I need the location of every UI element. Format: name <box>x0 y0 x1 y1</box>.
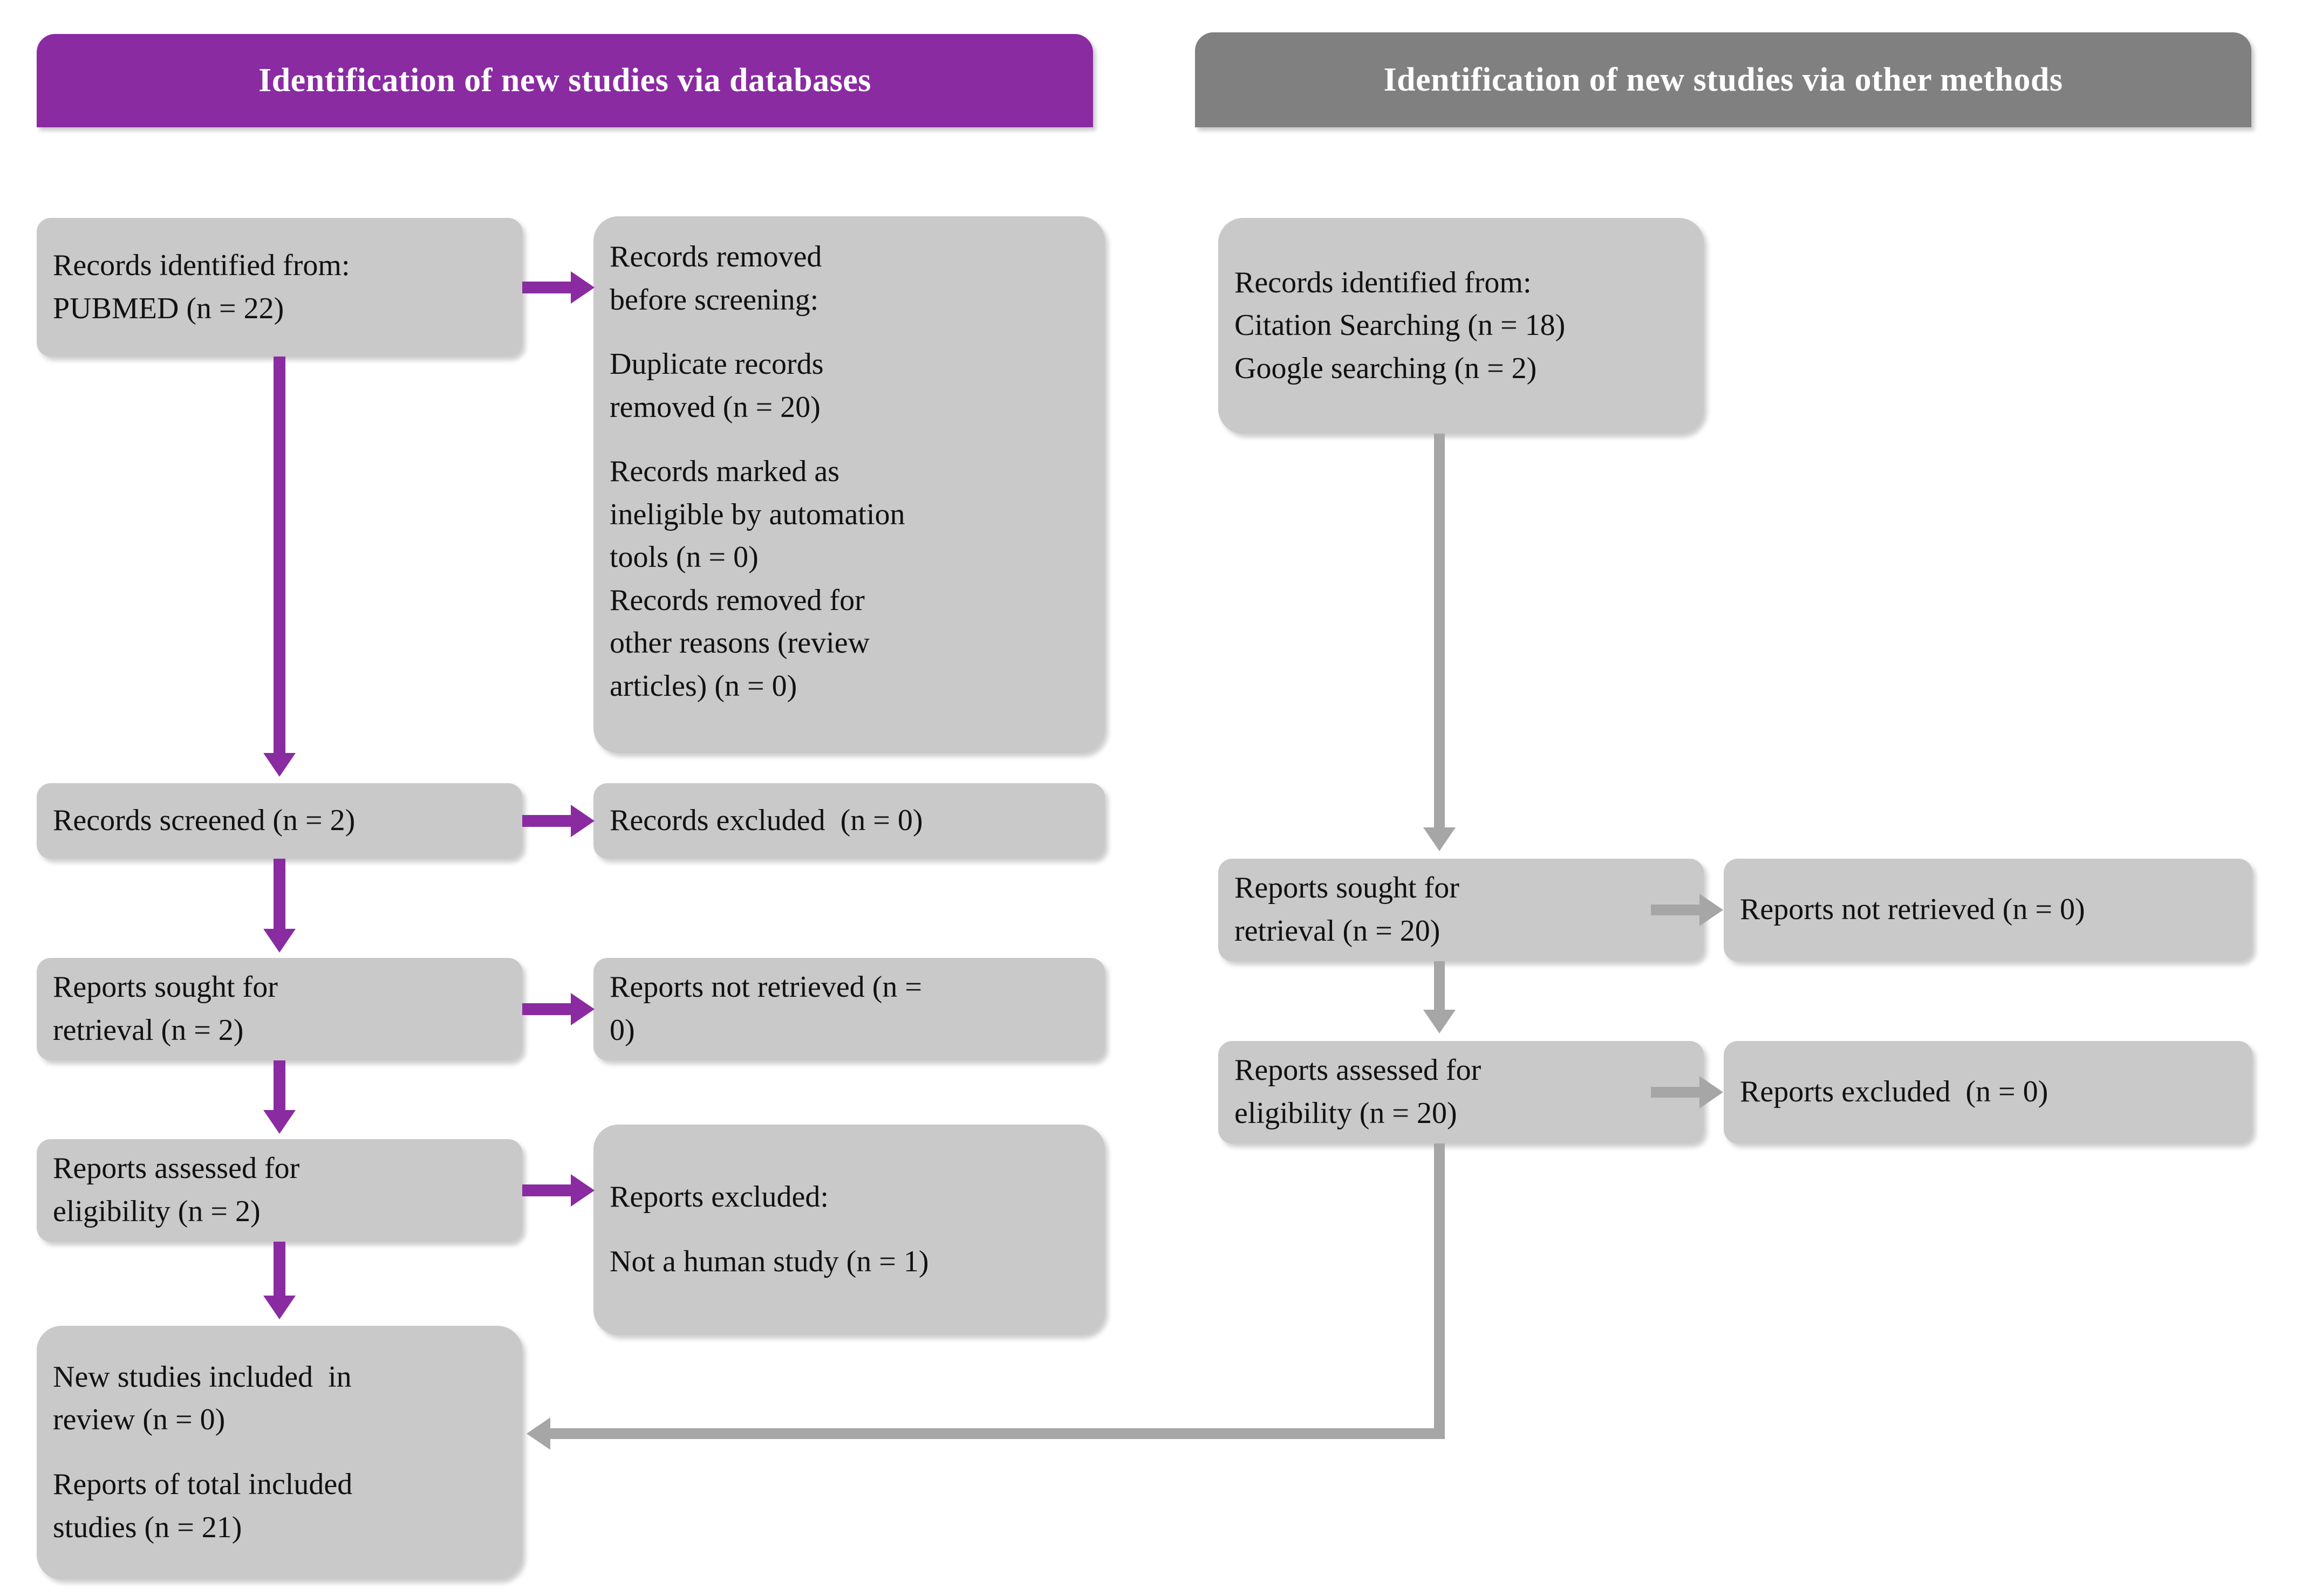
records-identified-line-1: Records identified from: <box>53 248 350 282</box>
box-records-identified-databases: Records identified from: PUBMED (n = 22) <box>37 218 522 357</box>
box-reports-not-retrieved-databases: Reports not retrieved (n = 0) <box>593 958 1105 1060</box>
connector-assessed-to-included <box>274 1242 285 1296</box>
included-line-2: review (n = 0) <box>53 1403 226 1437</box>
box-reports-assessed-eligibility-databases: Reports assessed for eligibility (n = 2) <box>37 1139 522 1242</box>
records-identified-line-2: PUBMED (n = 22) <box>53 291 284 325</box>
connector-screened-to-excluded <box>522 815 572 827</box>
not-retrieved-left-line-2: 0) <box>610 1013 635 1047</box>
removed-line-8: Records removed for <box>610 583 865 617</box>
connector-sought-right-to-assessed <box>1434 961 1445 1010</box>
not-retrieved-right-text: Reports not retrieved (n = 0) <box>1740 893 2085 927</box>
connector-screened-to-sought <box>274 859 285 929</box>
assessed-left-line-1: Reports assessed for <box>53 1152 300 1186</box>
included-line-4: studies (n = 21) <box>53 1510 242 1544</box>
sought-right-line-2: retrieval (n = 20) <box>1234 914 1440 948</box>
header-identification-other-methods: Identification of new studies via other … <box>1195 32 2251 127</box>
header-identification-databases: Identification of new studies via databa… <box>37 34 1093 127</box>
connector-sought-right-to-not-retrieved <box>1651 905 1701 915</box>
included-line-1: New studies included in <box>53 1360 352 1394</box>
box-reports-sought-retrieval-databases: Reports sought for retrieval (n = 2) <box>37 958 522 1060</box>
connector-sought-to-not-retrieved <box>522 1003 572 1015</box>
assessed-right-line-1: Reports assessed for <box>1234 1053 1481 1087</box>
sought-left-line-1: Reports sought for <box>53 970 278 1004</box>
reports-excluded-left-line-2: Not a human study (n = 1) <box>610 1245 929 1278</box>
box-records-excluded: Records excluded (n = 0) <box>593 783 1105 859</box>
connector-sought-to-assessed <box>274 1060 285 1110</box>
spacer <box>610 1219 1089 1241</box>
arrowhead-sought-to-assessed-icon <box>263 1110 296 1134</box>
arrowhead-screened-to-excluded-icon <box>571 805 595 837</box>
arrowhead-identified-to-screened-icon <box>263 753 296 777</box>
connector-identified-right-to-sought <box>1434 434 1445 827</box>
arrowhead-assessed-right-to-reports-excluded-icon <box>1699 1076 1723 1108</box>
arrowhead-sought-right-to-assessed-icon <box>1423 1010 1456 1033</box>
identified-right-line-2: Citation Searching (n = 18) <box>1234 309 1566 343</box>
removed-line-5: Records marked as <box>610 455 840 489</box>
not-retrieved-left-line-1: Reports not retrieved (n = <box>610 970 922 1004</box>
box-records-screened: Records screened (n = 2) <box>37 783 522 859</box>
removed-line-7: tools (n = 0) <box>610 540 759 574</box>
arrowhead-identified-right-to-sought-icon <box>1423 827 1456 851</box>
spacer <box>610 321 1089 343</box>
removed-line-6: ineligible by automation <box>610 497 905 531</box>
arrowhead-elbow-to-included-icon <box>527 1417 550 1450</box>
box-records-removed-before-screening: Records removed before screening: Duplic… <box>593 216 1105 753</box>
box-new-studies-included: New studies included in review (n = 0) R… <box>37 1326 522 1579</box>
removed-line-9: other reasons (review <box>610 626 870 660</box>
box-records-identified-other-methods: Records identified from: Citation Search… <box>1218 218 1704 434</box>
reports-excluded-left-line-1: Reports excluded: <box>610 1180 829 1214</box>
removed-line-3: Duplicate records <box>610 347 824 381</box>
assessed-left-line-2: eligibility (n = 2) <box>53 1195 261 1228</box>
reports-excluded-right-text: Reports excluded (n = 0) <box>1740 1075 2048 1109</box>
removed-line-2: before screening: <box>610 283 819 317</box>
sought-right-line-1: Reports sought for <box>1234 871 1459 905</box>
arrowhead-sought-to-not-retrieved-icon <box>571 993 595 1025</box>
box-reports-sought-retrieval-other-methods: Reports sought for retrieval (n = 20) <box>1218 859 1704 961</box>
box-reports-not-retrieved-other-methods: Reports not retrieved (n = 0) <box>1724 859 2252 961</box>
removed-line-4: removed (n = 20) <box>610 390 821 424</box>
connector-identified-to-screened <box>274 357 285 753</box>
arrowhead-screened-to-sought-icon <box>263 929 296 953</box>
connector-elbow-vertical-to-included <box>1434 1143 1445 1439</box>
records-screened-text: Records screened (n = 2) <box>53 804 356 838</box>
removed-line-10: articles) (n = 0) <box>610 669 797 703</box>
removed-line-1: Records removed <box>610 240 822 273</box>
identified-right-line-3: Google searching (n = 2) <box>1234 351 1537 385</box>
connector-elbow-horizontal-to-included <box>550 1428 1440 1439</box>
connector-assessed-to-reports-excluded <box>522 1184 572 1196</box>
arrowhead-sought-right-to-not-retrieved-icon <box>1699 894 1723 926</box>
arrowhead-assessed-to-included-icon <box>263 1296 296 1319</box>
identified-right-line-1: Records identified from: <box>1234 265 1532 299</box>
arrowhead-assessed-to-reports-excluded-icon <box>571 1174 595 1207</box>
box-reports-excluded-databases: Reports excluded: Not a human study (n =… <box>593 1125 1105 1335</box>
included-line-3: Reports of total included <box>53 1468 353 1501</box>
sought-left-line-2: retrieval (n = 2) <box>53 1013 244 1047</box>
assessed-right-line-2: eligibility (n = 20) <box>1234 1097 1457 1130</box>
arrowhead-identified-to-removed-icon <box>571 271 595 304</box>
spacer <box>610 429 1089 450</box>
connector-identified-to-removed <box>522 282 572 293</box>
records-excluded-text: Records excluded (n = 0) <box>610 804 923 838</box>
box-reports-excluded-other-methods: Reports excluded (n = 0) <box>1724 1041 2252 1143</box>
connector-assessed-right-to-reports-excluded <box>1651 1087 1701 1098</box>
spacer <box>53 1442 506 1463</box>
box-reports-assessed-eligibility-other-methods: Reports assessed for eligibility (n = 20… <box>1218 1041 1704 1143</box>
